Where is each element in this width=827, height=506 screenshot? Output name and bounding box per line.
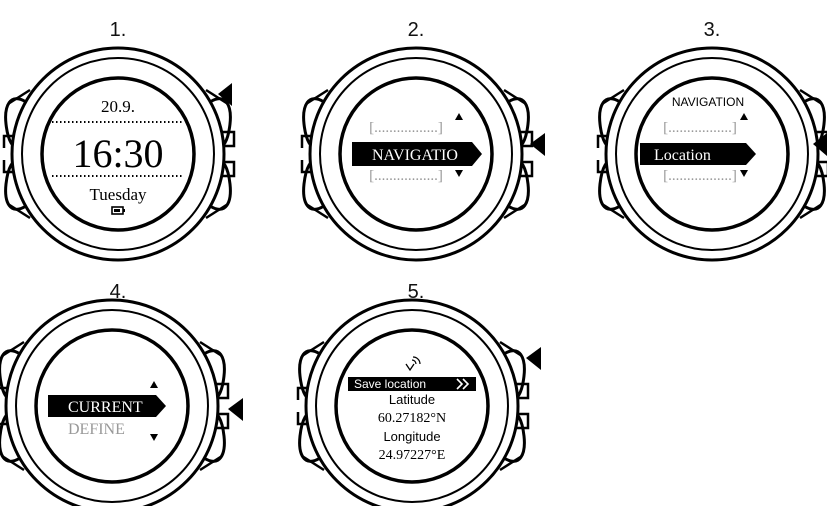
watch-4: CURRENT DEFINE <box>0 300 228 506</box>
menu-header: NAVIGATION <box>672 95 744 109</box>
button-arrow-icon <box>526 347 541 370</box>
step-number: 1. <box>110 19 127 41</box>
button-arrow-icon <box>228 398 243 421</box>
menu-item-below: [.................] <box>663 168 737 184</box>
longitude-value: 24.97227°E <box>379 448 446 463</box>
menu-item-below: [.................] <box>369 168 443 184</box>
latitude-label: Latitude <box>389 392 435 407</box>
step-number: 3. <box>704 19 721 41</box>
step-1: 1. 20.9. 16:30 Tuesday <box>4 19 234 260</box>
watch-2: [.................] NAVIGATIO [.........… <box>302 48 532 260</box>
step-3: 3. NAVIGATION [.................] Locati… <box>598 19 827 260</box>
watch-1: 20.9. 16:30 Tuesday <box>4 48 234 260</box>
step-5: 5. Save location Latitude 60.27182°N Lon… <box>298 281 541 506</box>
latitude-value: 60.27182°N <box>378 411 446 426</box>
menu-item-above: [.................] <box>369 120 443 136</box>
menu-item-below: DEFINE <box>68 421 125 438</box>
step-number: 2. <box>408 19 425 41</box>
day-text: Tuesday <box>90 185 147 204</box>
selected-item: Save location <box>354 377 426 391</box>
longitude-label: Longitude <box>383 429 440 444</box>
time-text: 16:30 <box>72 131 163 176</box>
step-2: 2. [.................] NAVIGATIO [......… <box>302 19 545 260</box>
selected-item: CURRENT <box>68 399 143 416</box>
step-4: 4. CURRENT DEFINE <box>0 281 243 506</box>
date-text: 20.9. <box>101 97 135 116</box>
selected-item: NAVIGATIO <box>372 147 458 164</box>
watch-3: NAVIGATION [.................] Location … <box>598 48 827 260</box>
selected-item: Location <box>654 147 711 164</box>
menu-item-above: [.................] <box>663 120 737 136</box>
watch-5: Save location Latitude 60.27182°N Longit… <box>298 300 528 506</box>
